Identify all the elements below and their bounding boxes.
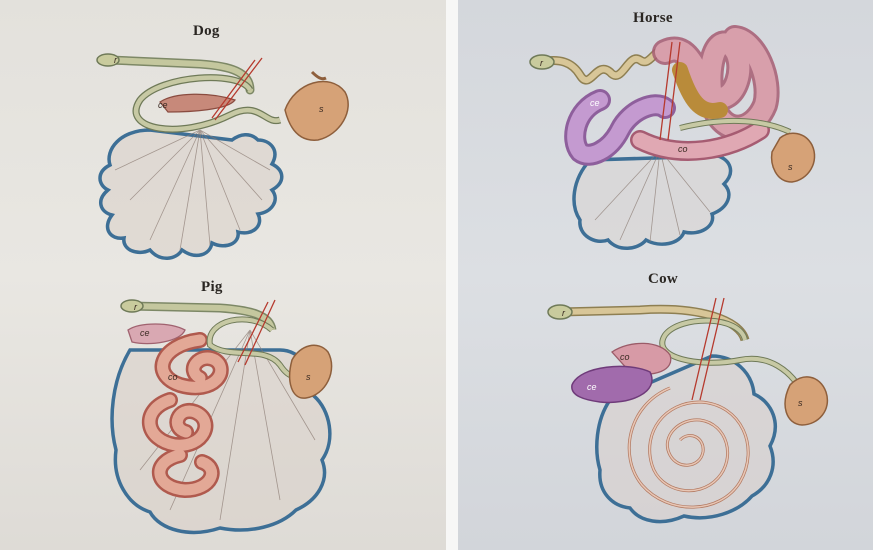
cow-label-stomach: s bbox=[798, 398, 803, 408]
cow-label-cecum: ce bbox=[587, 382, 597, 392]
cow-label-colon: co bbox=[620, 352, 630, 362]
